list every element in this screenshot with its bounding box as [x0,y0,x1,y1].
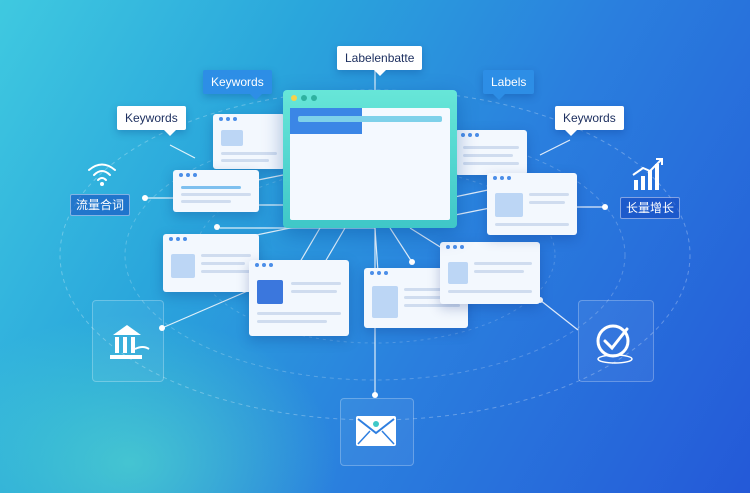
checkmark-target-icon [596,324,633,364]
page-card [249,260,349,336]
label-traffic-keywords: 流量合词 [70,194,131,216]
tag-labels-right: Labels [483,70,535,100]
label-growth: 长量增长 [620,197,681,219]
mail-icon-box [340,398,414,466]
bar-chart-up-icon [632,158,663,190]
tag-label-top: Labelenbatte [337,46,423,76]
mail-icon [356,416,396,446]
window-dots [291,95,317,101]
page-card [163,234,259,292]
page-card [173,170,259,212]
page-card [440,242,540,304]
page-card [213,114,285,169]
page-card [487,173,577,235]
tag-keywords-right: Keywords [555,106,624,136]
tag-keywords-left-top: Keywords [203,70,272,100]
main-browser-window [283,90,457,228]
page-card [455,130,527,175]
wifi-icon [88,163,116,186]
tag-keywords-left: Keywords [117,106,186,136]
check-icon-box [578,300,654,382]
bank-icon-box [92,300,164,382]
bank-icon [110,325,150,359]
